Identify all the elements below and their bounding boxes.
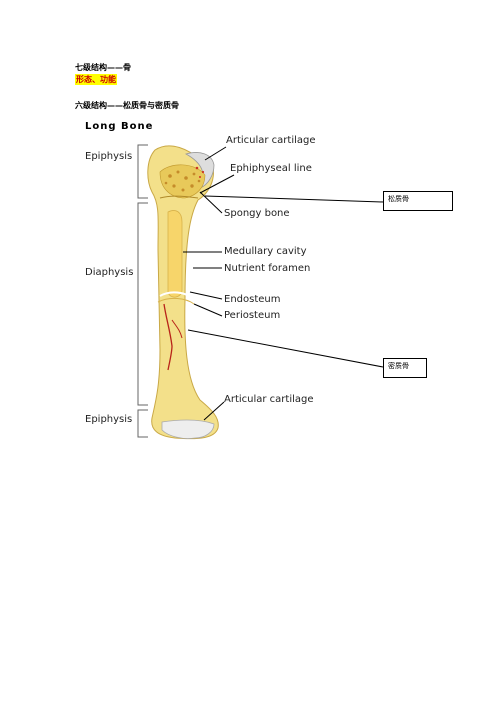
label-articular-cartilage-bottom: Articular cartilage: [224, 394, 314, 405]
label-nutrient-foramen: Nutrient foramen: [224, 263, 311, 274]
heading-level7-subtitle: 形态、功能: [75, 74, 117, 85]
label-spongy-bone: Spongy bone: [224, 208, 290, 219]
heading-level6: 六级结构——松质骨与密质骨: [75, 101, 179, 110]
epiphysis-top-bracket: [137, 144, 148, 199]
label-diaphysis: Diaphysis: [85, 267, 134, 278]
diaphysis-bracket: [137, 202, 148, 406]
label-periosteum: Periosteum: [224, 310, 281, 321]
nutrient-artery: [163, 303, 173, 371]
heading-level7: 七级结构——骨: [75, 63, 131, 72]
label-medullary-cavity: Medullary cavity: [224, 246, 307, 257]
epiphysis-bottom-bracket: [137, 409, 148, 438]
medullary-cavity: [167, 210, 183, 298]
epiphyseal-line: [159, 195, 199, 199]
figure-title: Long Bone: [85, 121, 154, 132]
articular-cartilage-bottom: [161, 419, 215, 439]
label-articular-cartilage-top: Articular cartilage: [226, 135, 316, 146]
label-epiphysis-bottom: Epiphysis: [85, 414, 133, 425]
annotation-compact-bone: 密质骨: [383, 358, 427, 378]
label-epiphyseal-line: Ephiphyseal line: [230, 163, 312, 174]
label-endosteum: Endosteum: [224, 294, 281, 305]
bone-body: [147, 145, 219, 440]
label-epiphysis-top: Epiphysis: [85, 151, 133, 162]
annotation-spongy-bone: 松质骨: [383, 191, 453, 211]
leader-lines: [183, 146, 384, 421]
